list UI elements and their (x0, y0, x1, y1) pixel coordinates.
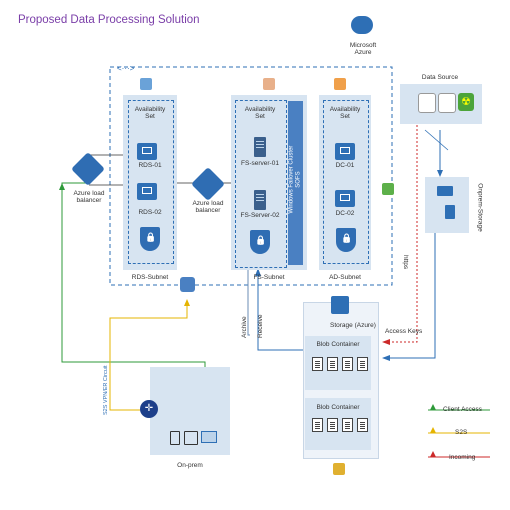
dc-02-label: DC-02 (335, 210, 355, 217)
receive-line (257, 268, 320, 351)
rds-01-vm-icon (137, 143, 157, 160)
archive-line (247, 270, 250, 336)
scanner-icon (438, 93, 456, 113)
fs-resource-group-icon (263, 78, 275, 90)
document-icon (327, 418, 338, 432)
vnet-boundary (109, 66, 393, 286)
ad-availability-set (323, 100, 369, 264)
availability-set-label: Availability Set (329, 106, 361, 121)
folder-icon (437, 186, 453, 196)
ad-resource-group-icon (334, 78, 346, 90)
data-source-label: Data Source (421, 74, 459, 81)
blob-arrow (382, 355, 390, 361)
https-label: https (402, 255, 409, 270)
fs-server-01-label: FS-server-01 (241, 160, 279, 167)
dc-01-vm-icon (335, 143, 355, 160)
fs-nsg-icon (250, 230, 270, 254)
tablet-icon (184, 431, 198, 445)
onprem-storage-label: Onprem-Storage (476, 182, 484, 232)
archive-label: Archive (241, 316, 248, 338)
s2s-line (109, 300, 188, 411)
storage-label: Storage (Azure) (330, 322, 376, 329)
phone-icon (170, 431, 180, 445)
client-access-arrow (59, 183, 65, 190)
storage-resource-group-icon (333, 463, 345, 475)
load-balancer-label: Azure load balancer (192, 200, 224, 215)
client-access-line (61, 182, 206, 367)
s2s-arrow (184, 299, 190, 306)
rds-02-vm-icon (137, 183, 157, 200)
vnet-icon: <···> (117, 64, 135, 73)
page-title: Proposed Data Processing Solution (18, 14, 200, 26)
fs-subnet-label: FS-Subnet (253, 274, 285, 281)
rds-01-label: RDS-01 (138, 162, 162, 169)
datasource-arrow (437, 170, 443, 177)
router-icon: ✛ (140, 400, 158, 418)
access-keys-line (383, 125, 418, 343)
azure-label: Microsoft Azure (349, 42, 377, 57)
legend-s2s-label: S2S (455, 429, 468, 436)
receive-label: Receive (257, 314, 264, 338)
document-icon (357, 418, 368, 432)
rds-availability-set (128, 100, 174, 264)
document-icon (342, 418, 353, 432)
blob-container-label: Blob Container (316, 341, 360, 348)
rds-resource-group-icon (140, 78, 152, 90)
microscope-icon (418, 93, 436, 113)
availability-set-label: Availability Set (134, 106, 166, 121)
receive-arrow (255, 268, 261, 276)
datasource-diagonal (424, 129, 449, 151)
access-keys-arrow (382, 339, 390, 345)
document-icon (357, 357, 368, 371)
cluster-resource-group-icon (382, 183, 394, 195)
blob-container-label: Blob Container (316, 404, 360, 411)
computer-icon (201, 431, 217, 443)
rds-02-label: RDS-02 (138, 209, 162, 216)
s2s-circuit-label: S2S VPN/ER Circuit (103, 365, 109, 415)
ad-subnet-label: AD-Subnet (329, 274, 361, 281)
rds-subnet-label: RDS-Subnet (131, 274, 169, 281)
dc-01-label: DC-01 (335, 162, 355, 169)
onprem-label: On-prem (177, 462, 203, 469)
rds-nsg-icon (140, 227, 160, 251)
load-balancer-label: Azure load balancer (73, 190, 105, 205)
azure-cloud-icon (351, 16, 373, 34)
fs-server-02-icon (254, 190, 266, 210)
dc-02-vm-icon (335, 190, 355, 207)
onprem-storage-to-blob-line (383, 230, 436, 359)
legend-incoming-label: Incoming (449, 454, 476, 461)
failover-cluster-bar (288, 101, 303, 265)
fs-availability-set (235, 100, 287, 268)
cluster-label: Windows Failover Cluster SOFS (288, 145, 301, 215)
document-icon (327, 357, 338, 371)
document-icon (342, 357, 353, 371)
document-icon (312, 357, 323, 371)
radiation-icon: ☢ (458, 93, 474, 111)
vpn-gateway-icon (180, 277, 195, 292)
document-icon (312, 418, 323, 432)
legend-client-access-label: Client Access (443, 406, 483, 413)
ad-nsg-icon (336, 228, 356, 252)
access-keys-label: Access Keys (385, 328, 423, 335)
availability-set-label: Availability Set (244, 106, 276, 121)
fs-server-01-icon (254, 137, 266, 157)
fs-server-02-label: FS-Server-02 (240, 212, 280, 219)
storage-icon (331, 296, 349, 314)
transfer-icon (445, 205, 455, 219)
